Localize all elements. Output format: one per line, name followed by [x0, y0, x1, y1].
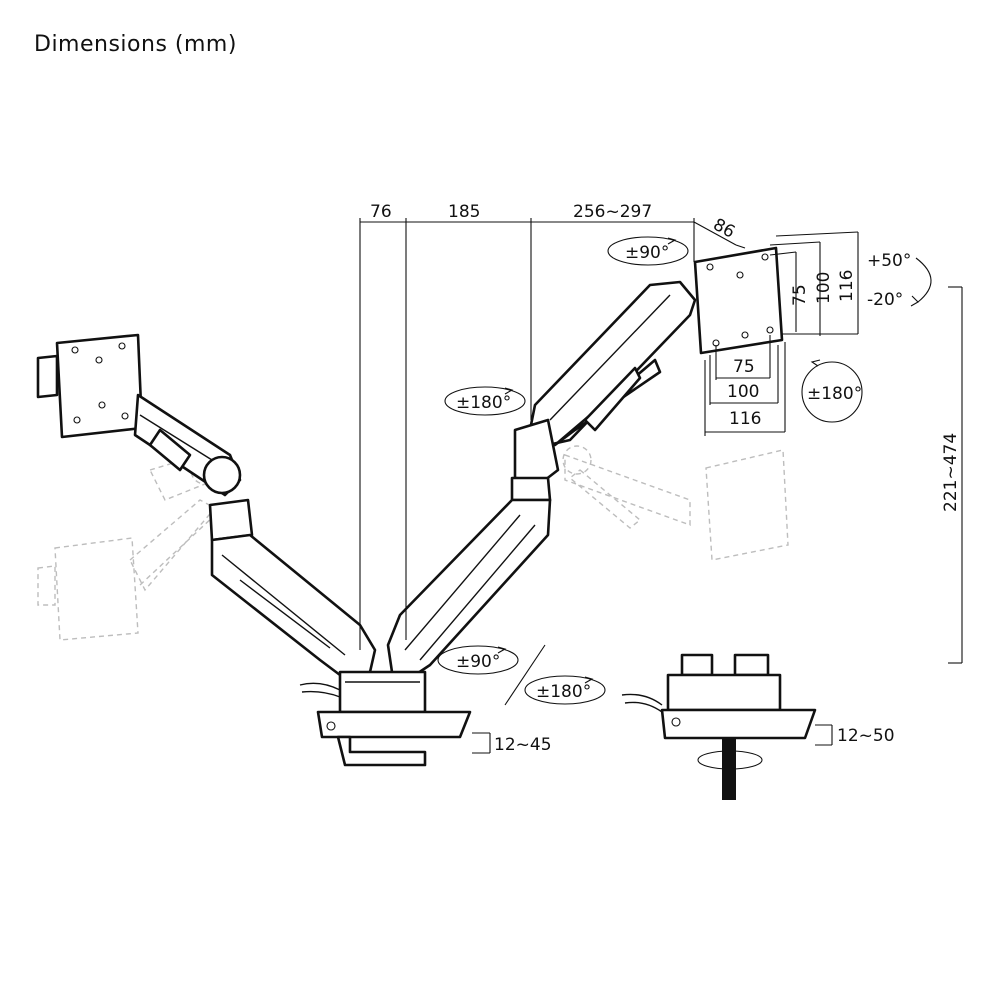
base-rotate-label: ±180° [536, 682, 591, 702]
dim-vesa-116-v: 116 [837, 270, 857, 302]
swivel-top-label: ±90° [625, 243, 669, 263]
tilt-up-label: +50° [867, 251, 911, 271]
dim-vesa-116-h: 116 [729, 409, 761, 429]
dim-vesa-100-h: 100 [727, 382, 759, 402]
grommet-base [621, 653, 817, 800]
rotation-arrows [437, 236, 932, 705]
dim-height: 221~474 [941, 433, 961, 512]
dim-256-297: 256~297 [573, 202, 652, 222]
dim-clamp-range: 12~45 [494, 735, 552, 755]
dimension-lines [359, 218, 963, 754]
dim-vesa-100-v: 100 [814, 272, 834, 304]
clamp-base [299, 670, 472, 767]
dim-grommet-range: 12~50 [837, 726, 895, 746]
tilt-down-label: -20° [867, 290, 903, 310]
ghost-right-arm [562, 445, 789, 561]
rotate-panel-label: ±180° [807, 384, 862, 404]
arm-rotate-label: ±180° [456, 393, 511, 413]
base-swivel-label: ±90° [456, 652, 500, 672]
ghost-left-arm [37, 454, 220, 641]
page-title: Dimensions (mm) [34, 32, 237, 57]
dim-76: 76 [370, 202, 392, 222]
dim-vesa-75-v: 75 [790, 284, 810, 306]
dim-vesa-75-h: 75 [733, 357, 755, 377]
dim-185: 185 [448, 202, 480, 222]
dim-86: 86 [710, 215, 738, 243]
